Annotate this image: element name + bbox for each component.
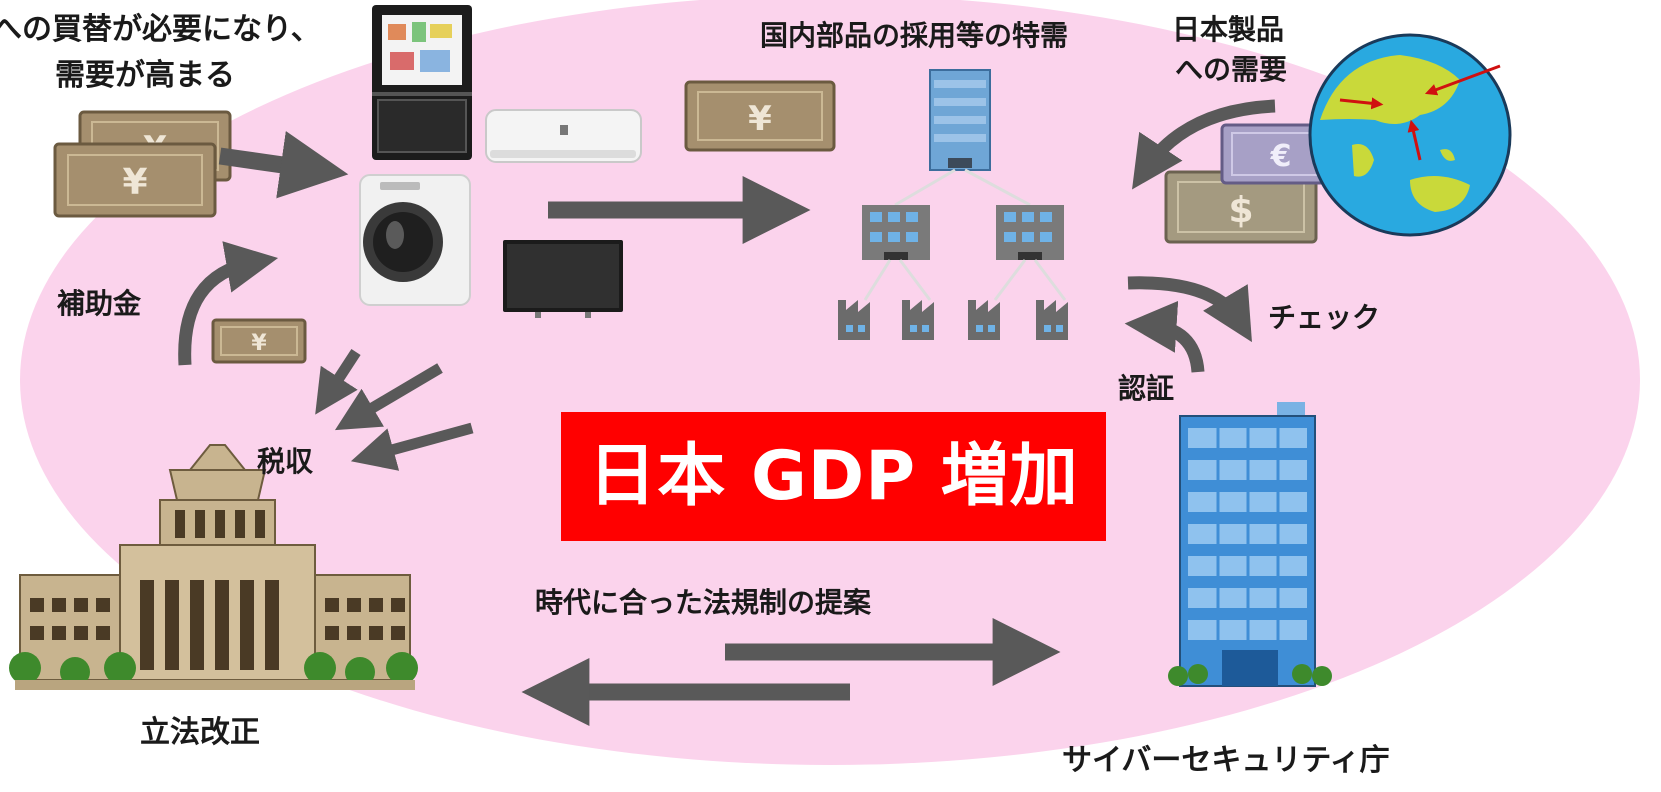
arrow-tax-3 [350,422,474,471]
washing-machine-icon [359,174,471,306]
arrow-tax-2 [334,363,443,431]
dollar-symbol: $ [1228,190,1253,231]
corporate-tower-icon [929,69,991,171]
factory-icon [968,300,1000,340]
cyber-agency-label: サイバーセキュリティ庁 [1062,743,1390,778]
arrow-subsidy [178,241,279,366]
banknote-stack-left: ¥ ¥ [53,110,232,218]
banknote-icon: ¥ [53,142,217,218]
law-proposal-label: 時代に合った法規制の提案 [535,586,872,619]
gdp-increase-label: 日本 GDP 増加 [561,412,1106,541]
tax-revenue-label: 税収 [257,445,314,478]
subsidiary-building-icon [996,205,1064,260]
globe-icon [1308,33,1512,237]
arrow-banknotes-to-appliances [218,131,349,199]
subsidiary-building-icon [862,205,930,260]
replacement-demand-label-line2: 需要が高まる [55,58,235,93]
replacement-demand-label-line1: への買替が必要になり、 [0,12,321,47]
air-conditioner-icon [485,109,642,163]
check-label: チェック [1268,301,1381,334]
banknote-icon: $ [1164,170,1318,244]
arrow-check [1127,276,1252,343]
refrigerator-icon [372,5,472,160]
factory-icon [1036,300,1068,340]
factory-icon [838,300,870,340]
yen-symbol: ¥ [251,331,267,356]
yen-symbol: ¥ [748,99,772,139]
corporate-structure [838,69,1068,340]
banknote-icon: ¥ [684,80,836,152]
domestic-parts-label: 国内部品の採用等の特需 [760,19,1069,52]
diet-building-icon [9,444,418,690]
japan-products-label-line2: への需要 [1175,53,1288,86]
flow-arrows [178,99,1276,726]
subsidy-label: 補助金 [57,287,142,320]
euro-symbol: € [1270,139,1292,174]
government-agency-building-icon [1168,402,1332,687]
banknote-icon: ¥ [211,318,307,364]
yen-symbol: ¥ [122,162,147,203]
arrow-certification [1124,300,1205,373]
television-icon [503,240,623,318]
arrow-foreign-demand [1132,99,1276,190]
factory-icon [902,300,934,340]
japan-products-label-line1: 日本製品 [1172,13,1285,46]
arrow-tax-1 [315,348,361,415]
legislation-label: 立法改正 [140,715,260,750]
certification-label: 認証 [1118,372,1175,405]
